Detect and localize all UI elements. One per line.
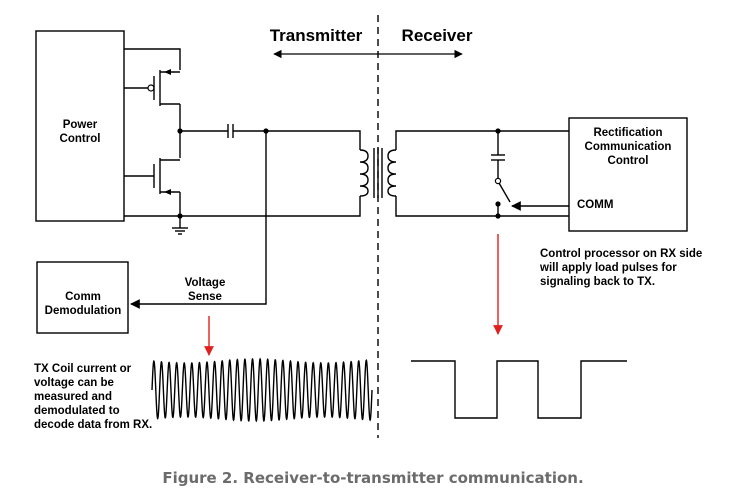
power-control-label-1: Power (63, 119, 98, 131)
receiver-header: Receiver (402, 26, 473, 45)
figure-caption: Figure 2. Receiver-to-transmitter commun… (162, 469, 583, 487)
comm-demodulation-block (36, 261, 129, 334)
tx-tank-circuit (180, 124, 397, 217)
rect-label-3: Control (608, 155, 649, 167)
tx-note-line-1: TX Coil current or (34, 363, 132, 375)
voltage-sense-line (130, 131, 267, 309)
transmitter-header: Transmitter (270, 26, 363, 45)
voltage-sense-label-1: Voltage (185, 277, 226, 289)
power-control-block (35, 30, 125, 222)
comm-pin-label: COMM (577, 199, 613, 211)
tx-note-line-2: voltage can be (34, 377, 114, 389)
comm-demod-label-2: Demodulation (45, 305, 122, 317)
voltage-sense-label-2: Sense (188, 291, 222, 303)
rect-label-1: Rectification (593, 127, 662, 139)
rx-note-line-3: signaling back to TX. (540, 276, 655, 288)
half-bridge (124, 48, 188, 235)
rx-note-line-1: Control processor on RX side (540, 248, 702, 260)
tx-note-line-5: decode data from RX. (34, 419, 152, 431)
tx-note-line-3: measured and (34, 391, 112, 403)
rect-label-2: Communication (585, 141, 672, 153)
tx-coil-waveform (151, 357, 373, 423)
comm-demod-label-1: Comm (65, 291, 101, 303)
tx-note-line-4: demodulated to (34, 405, 120, 417)
rx-load-pulse-waveform (411, 360, 627, 419)
rx-circuit (395, 128, 569, 219)
rectification-comm-control-block (568, 117, 688, 232)
rx-note-line-2: will apply load pulses for (539, 262, 677, 274)
power-control-label-2: Control (60, 133, 101, 145)
